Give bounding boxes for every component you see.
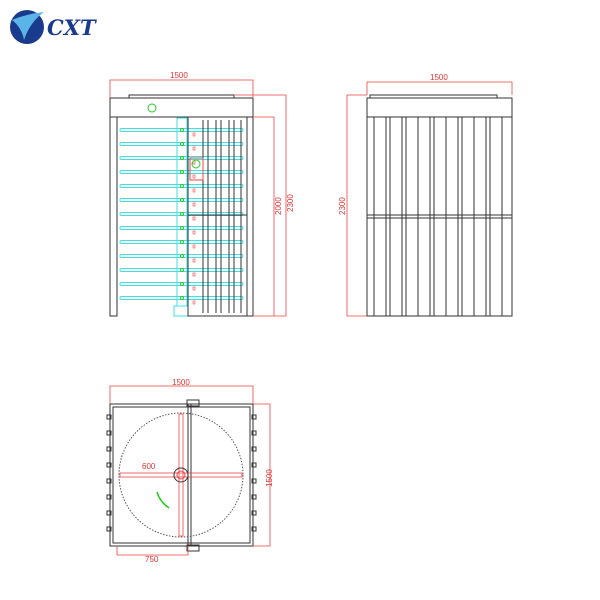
fence-post (106, 446, 112, 452)
sensor-mark (192, 300, 196, 305)
sensor-mark (192, 202, 196, 207)
arm-bolt-icon (180, 282, 184, 286)
sensor-mark (192, 188, 196, 193)
logo-text: CXT (47, 15, 97, 40)
direction-indicator-icon (147, 103, 157, 113)
side-width-label: 1500 (430, 73, 448, 82)
front-view: 1500 2000 2300 (109, 71, 295, 317)
arm-bolt-icon (180, 128, 184, 132)
arm-bolt-icon (180, 156, 184, 160)
arm-bolt-icon (180, 142, 184, 146)
fence-post (106, 462, 112, 468)
sensor-mark (192, 272, 196, 277)
arm-bolt-icon (180, 184, 184, 188)
sensor-mark (192, 230, 196, 235)
sensor-mark (192, 132, 196, 137)
side-height-label: 2300 (338, 197, 347, 215)
front-height-label: 2300 (286, 194, 295, 212)
fence-post (106, 510, 112, 516)
fence-post (251, 494, 257, 500)
fence-post (106, 494, 112, 500)
plan-depth-label: 1500 (265, 469, 274, 487)
plan-view: 600 1500 1500 750 (106, 378, 274, 564)
arm-bolt-icon (180, 268, 184, 272)
arm-bolt-icon (180, 240, 184, 244)
arm-bolt-icon (180, 198, 184, 202)
fence-post (251, 446, 257, 452)
side-view: 1500 2300 (338, 73, 513, 317)
sensor-mark (192, 160, 196, 165)
sensor-mark (192, 174, 196, 179)
fence-post (251, 430, 257, 436)
card-reader-icon (189, 157, 204, 181)
arm-bolt-icon (180, 212, 184, 216)
fence-post (251, 526, 257, 532)
fence-post (106, 526, 112, 532)
fence-post (251, 414, 257, 420)
fence-post (251, 510, 257, 516)
plan-width-label: 1500 (172, 378, 190, 387)
sensor-mark (192, 244, 196, 249)
fence-post (106, 430, 112, 436)
fence-post (251, 462, 257, 468)
front-passage-height-label: 2000 (274, 197, 283, 215)
fence-post (251, 478, 257, 484)
plan-half-width-label: 750 (145, 555, 159, 564)
fence-post (106, 414, 112, 420)
sensor-mark (192, 286, 196, 291)
sensor-mark (192, 258, 196, 263)
arm-bolt-icon (180, 170, 184, 174)
rotation-arrow-icon (156, 491, 170, 509)
sensor-mark (192, 146, 196, 151)
arm-bolt-icon (180, 296, 184, 300)
sensor-mark (192, 216, 196, 221)
arm-bolt-icon (180, 254, 184, 258)
arm-length-label: 600 (142, 462, 156, 471)
fence-post (106, 478, 112, 484)
cxt-logo: CXT (10, 10, 97, 44)
front-width-label: 1500 (170, 71, 188, 80)
arm-bolt-icon (180, 226, 184, 230)
